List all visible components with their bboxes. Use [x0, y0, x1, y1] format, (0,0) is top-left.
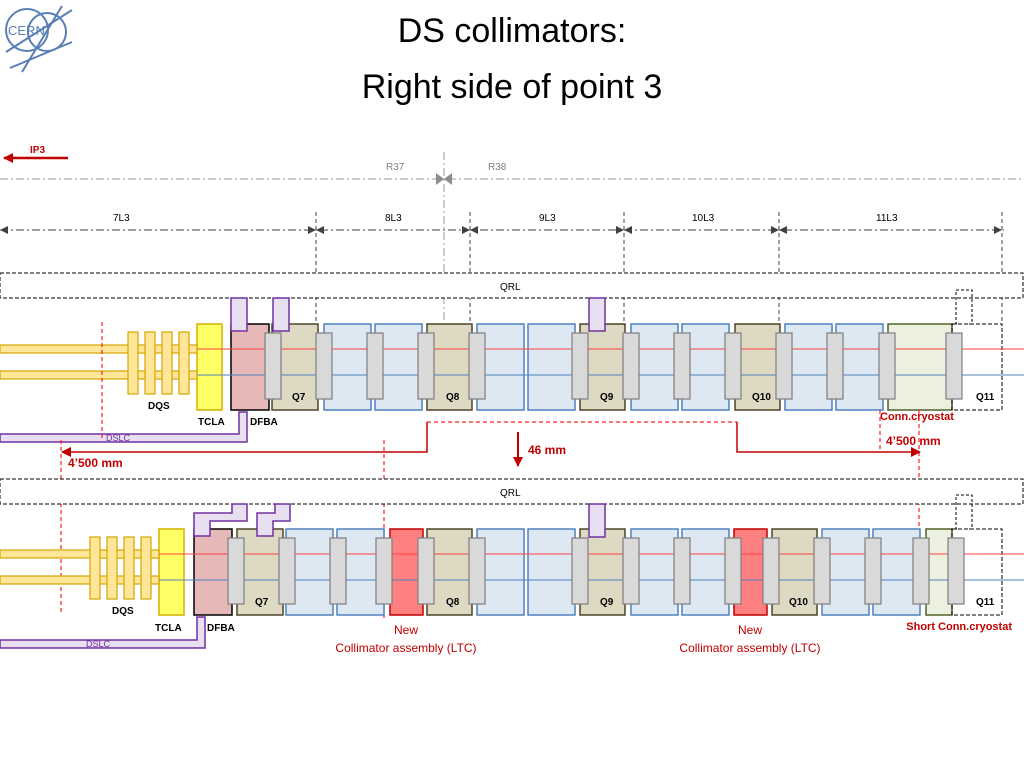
- cell-label-9l3: 9L3: [539, 213, 556, 224]
- dslc-label-bottom: DSLC: [86, 639, 111, 649]
- assembly-label-left: Collimator assembly (LTC): [335, 641, 476, 655]
- cell-label-7l3: 7L3: [113, 213, 130, 224]
- dfba-box-bottom: [193, 528, 233, 616]
- q10-label-top: Q10: [752, 392, 771, 403]
- displacement-label: 46 mm: [528, 443, 566, 457]
- q10-label-bottom: Q10: [789, 597, 808, 608]
- qrl-line-top: [0, 272, 1024, 299]
- q7-label-top: Q7: [292, 392, 306, 403]
- tcla-label-bottom: TCLA: [155, 623, 182, 634]
- q11-jumper-top: [955, 289, 973, 325]
- qrl-label-top: QRL: [500, 282, 521, 293]
- cell-label-11l3: 11L3: [876, 213, 898, 224]
- dqs-busbars-top: [0, 331, 198, 395]
- dfba-label-bottom: DFBA: [207, 623, 235, 634]
- new-label-left: New: [394, 623, 418, 637]
- dqs-label-bottom: DQS: [112, 606, 134, 617]
- dfba-box-top: [230, 323, 270, 411]
- qrl-label-bottom: QRL: [500, 488, 521, 499]
- dqs-label-top: DQS: [148, 401, 170, 412]
- sector-label-r38: R38: [488, 162, 507, 173]
- logo-text: CERN: [8, 23, 45, 38]
- cern-logo: CERN: [5, 5, 73, 73]
- q9-label-bottom: Q9: [600, 597, 614, 608]
- tcla-box-bottom: [158, 528, 185, 616]
- sector-label-r37: R37: [386, 162, 405, 173]
- cell-label-10l3: 10L3: [692, 213, 715, 224]
- conn-cryostat-label: Conn.cryostat: [880, 411, 954, 423]
- shift-right-label: 4’500 mm: [886, 434, 941, 448]
- dfba-label-top: DFBA: [250, 417, 278, 428]
- assembly-label-right: Collimator assembly (LTC): [679, 641, 820, 655]
- dqs-busbars-bottom: [0, 536, 160, 600]
- interconnects-bottom: [227, 537, 965, 605]
- tcla-box-top: [196, 323, 223, 411]
- page-title-line1: DS collimators:: [397, 12, 627, 50]
- q11-label-top: Q11: [976, 392, 995, 403]
- q8-label-bottom: Q8: [446, 597, 460, 608]
- cell-boundaries: 7L3 8L3 9L3 10L3 11L3: [0, 212, 1004, 326]
- top-layout: QRL: [0, 272, 1024, 443]
- cell-label-8l3: 8L3: [385, 213, 402, 224]
- shift-left-label: 4’500 mm: [68, 456, 123, 470]
- ip3-label: IP3: [30, 145, 45, 156]
- q11-label-bottom: Q11: [976, 597, 995, 608]
- tcla-label-top: TCLA: [198, 417, 225, 428]
- connection-cryostat-top: [887, 323, 953, 411]
- dslc-line-bottom: [0, 616, 206, 649]
- short-cryostat-label: Short Conn.cryostat: [906, 621, 1012, 633]
- q9-label-top: Q9: [600, 392, 614, 403]
- bottom-layout: QRL: [0, 478, 1024, 655]
- qrl-line-bottom: [0, 478, 1024, 505]
- dslc-line-top: [0, 411, 248, 443]
- dslc-label-top: DSLC: [106, 433, 131, 443]
- sector-boundary: R37 R38: [0, 152, 1024, 326]
- interconnects-top: [264, 332, 963, 400]
- q7-label-bottom: Q7: [255, 597, 269, 608]
- jumpers-bottom: [193, 503, 606, 538]
- q8-label-top: Q8: [446, 392, 460, 403]
- ip3-direction-arrow: IP3: [3, 145, 68, 163]
- q11-jumper-bottom: [955, 494, 973, 530]
- new-label-right: New: [738, 623, 762, 637]
- jumpers-top: [230, 297, 606, 332]
- page-title-line2: Right side of point 3: [361, 68, 663, 106]
